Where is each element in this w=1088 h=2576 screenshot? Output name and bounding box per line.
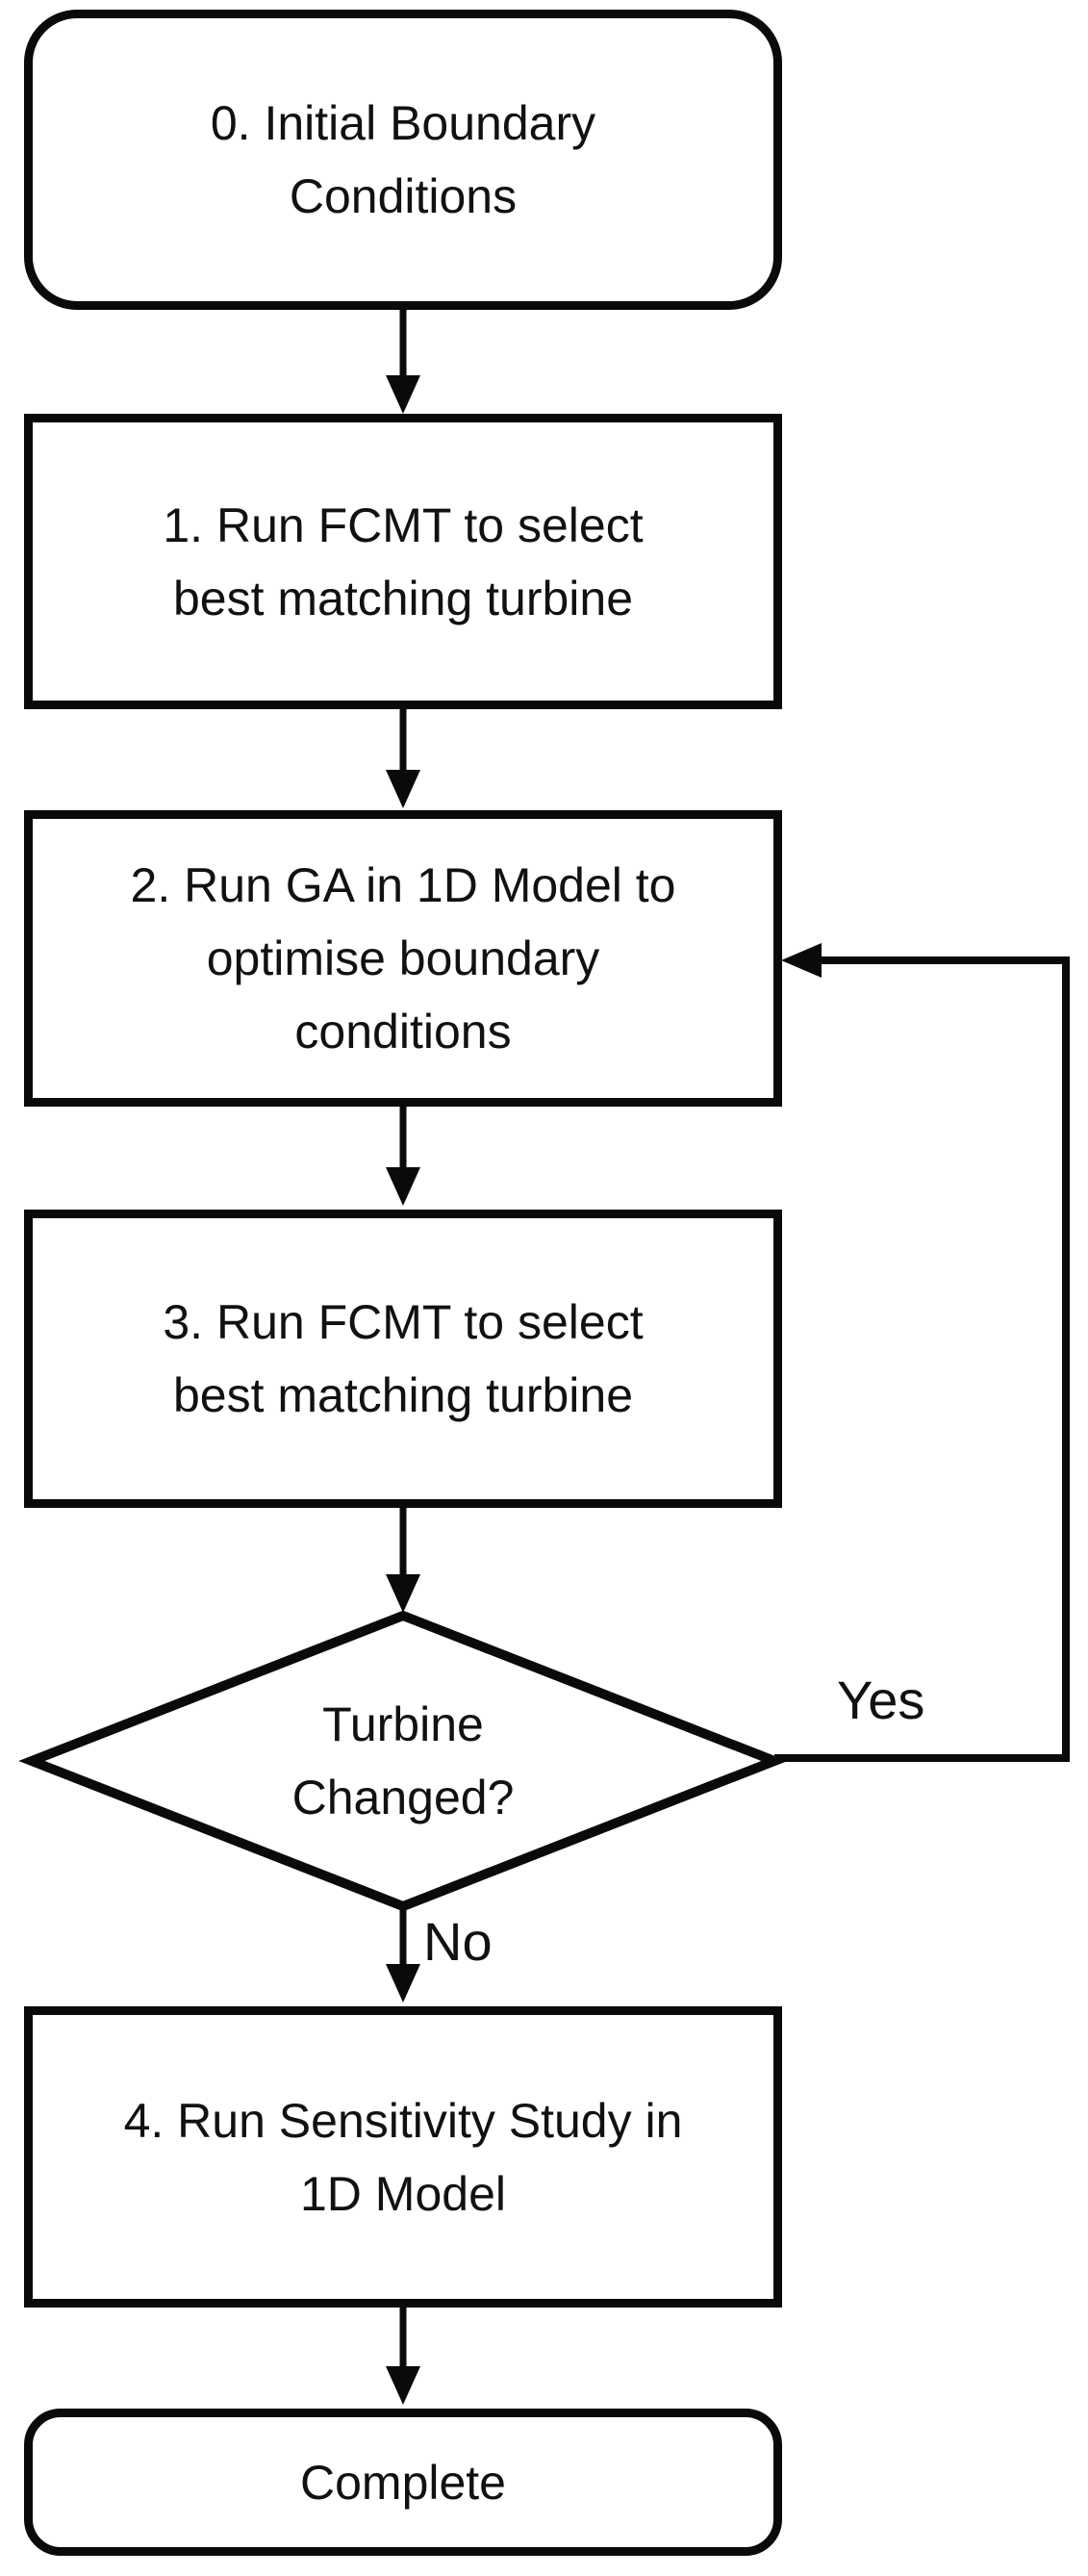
node-text-line: conditions [294, 1005, 512, 1058]
end-node-complete: Complete [24, 2409, 782, 2556]
node-text-line: 2. Run GA in 1D Model to [130, 858, 676, 912]
node-text-line: Complete [300, 2455, 506, 2510]
process-node-run-ga-1d-model: 2. Run GA in 1D Model to optimise bounda… [24, 810, 782, 1107]
process-node-run-fcmt-3: 3. Run FCMT to select best matching turb… [24, 1210, 782, 1508]
process-node-run-sensitivity-study: 4. Run Sensitivity Study in 1D Model [24, 2006, 782, 2308]
arrow-initial-to-step1 [386, 310, 420, 414]
node-text-line: 1D Model [300, 2166, 506, 2221]
arrow-step1-to-step2 [386, 709, 420, 808]
node-text-line: Turbine [322, 1697, 484, 1751]
node-text-line: 0. Initial Boundary [210, 96, 596, 150]
no-branch-label: No [423, 1911, 493, 1972]
start-node-initial-boundary-conditions: 0. Initial Boundary Conditions [24, 10, 782, 310]
node-text-line: best matching turbine [172, 1368, 634, 1422]
decision-node-turbine-changed-label: Turbine Changed? [114, 1688, 692, 1834]
no-arrow-decision-to-step4 [386, 1906, 420, 2002]
node-text-line: Conditions [289, 169, 518, 223]
node-text-line: 1. Run FCMT to select [163, 497, 644, 552]
yes-loop-connector [774, 943, 1070, 1762]
arrow-step4-to-complete [386, 2308, 420, 2405]
node-text-line: 4. Run Sensitivity Study in [123, 2093, 683, 2148]
arrow-step2-to-step3 [386, 1107, 420, 1206]
node-text-line: Changed? [291, 1771, 515, 1824]
arrow-step3-to-decision [386, 1508, 420, 1613]
node-text-line: best matching turbine [172, 571, 634, 625]
node-text-line: 3. Run FCMT to select [163, 1295, 644, 1349]
node-text-line: optimise boundary [206, 931, 600, 985]
yes-branch-label: Yes [837, 1670, 925, 1730]
process-node-run-fcmt-1: 1. Run FCMT to select best matching turb… [24, 414, 782, 709]
